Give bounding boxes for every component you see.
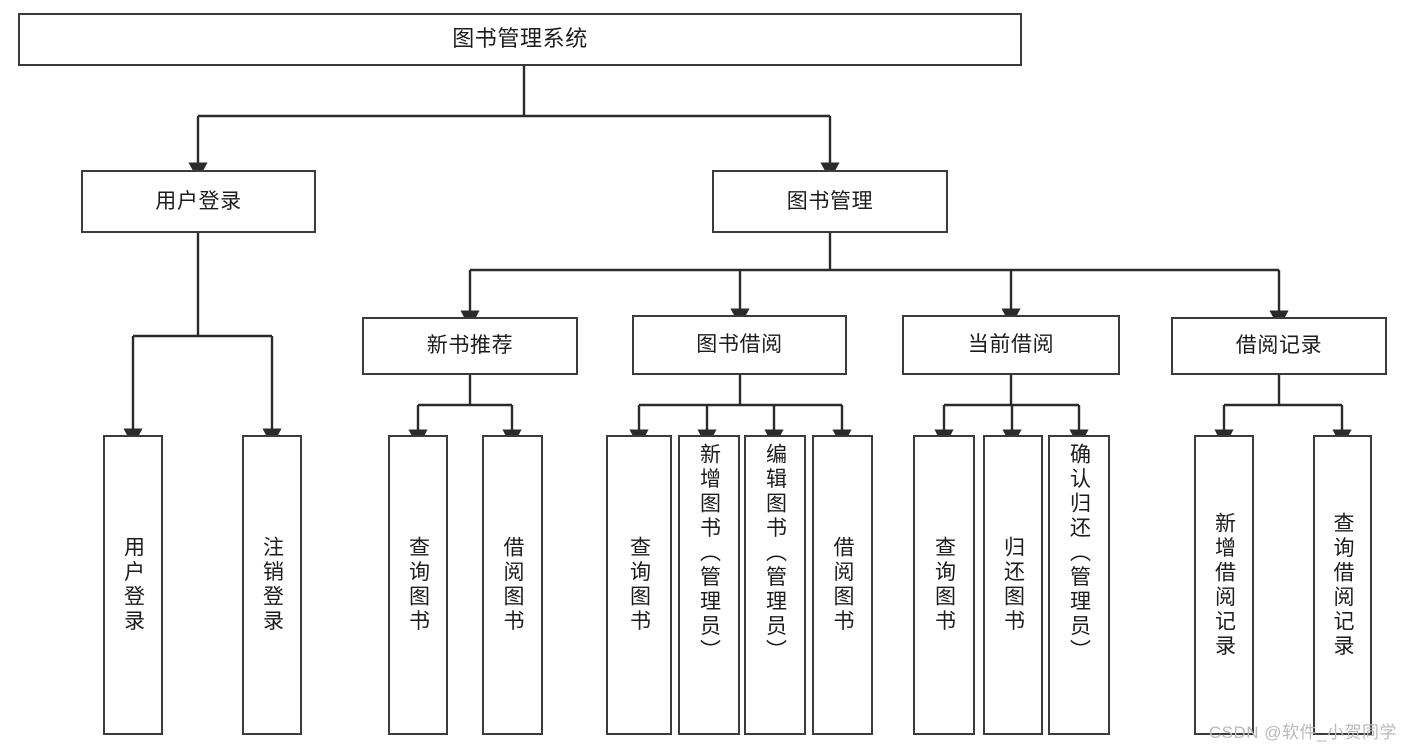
node-label: 用户登录 [155, 189, 242, 213]
node-label: 编辑图书（管理员） [763, 443, 787, 664]
leaf-record-add-borrow-record[interactable]: 新增借阅记录 [1194, 435, 1254, 735]
node-label: 查询借阅记录 [1331, 511, 1354, 659]
leaf-new-book-borrow-books[interactable]: 借阅图书 [482, 435, 543, 735]
node-label: 用户登录 [121, 536, 145, 634]
node-label: 新书推荐 [426, 334, 514, 358]
leaf-borrow-borrow-books[interactable]: 借阅图书 [812, 435, 873, 735]
node-label: 查询图书 [627, 536, 651, 634]
leaf-current-query-books[interactable]: 查询图书 [913, 435, 975, 735]
node-root-book-management-system[interactable]: 图书管理系统 [18, 13, 1022, 66]
node-label: 归还图书 [1001, 536, 1025, 634]
node-label: 借阅记录 [1235, 334, 1323, 358]
node-label: 查询图书 [932, 536, 956, 634]
csdn-watermark: CSDN @软件_小贺同学 [1208, 723, 1397, 742]
node-borrowing-records[interactable]: 借阅记录 [1171, 317, 1387, 375]
node-current-borrowing[interactable]: 当前借阅 [902, 315, 1120, 375]
leaf-borrow-add-book-admin[interactable]: 新增图书（管理员） [678, 435, 740, 735]
leaf-user-login-sign-in[interactable]: 用户登录 [103, 435, 163, 735]
node-label: 图书借阅 [696, 333, 783, 357]
node-label: 注销登录 [260, 536, 284, 634]
node-new-book-recommendation[interactable]: 新书推荐 [362, 317, 578, 375]
node-label: 借阅图书 [501, 536, 524, 634]
node-book-borrowing[interactable]: 图书借阅 [632, 315, 847, 375]
leaf-current-return-books[interactable]: 归还图书 [983, 435, 1043, 735]
node-label: 查询图书 [406, 536, 430, 634]
node-label: 当前借阅 [967, 333, 1055, 357]
leaf-borrow-edit-book-admin[interactable]: 编辑图书（管理员） [744, 435, 806, 735]
node-label: 借阅图书 [831, 536, 854, 634]
node-label: 确认归还（管理员） [1067, 443, 1091, 664]
leaf-record-query-borrow-record[interactable]: 查询借阅记录 [1313, 435, 1372, 735]
node-book-management[interactable]: 图书管理 [712, 170, 948, 233]
leaf-user-login-sign-out[interactable]: 注销登录 [242, 435, 302, 735]
node-label: 图书管理 [786, 189, 874, 213]
node-label: 图书管理系统 [452, 26, 588, 52]
leaf-current-confirm-return-admin[interactable]: 确认归还（管理员） [1048, 435, 1110, 735]
node-label: 新增借阅记录 [1212, 511, 1236, 659]
node-user-login[interactable]: 用户登录 [81, 170, 316, 233]
leaf-new-book-query-books[interactable]: 查询图书 [388, 435, 448, 735]
leaf-borrow-query-books[interactable]: 查询图书 [606, 435, 672, 735]
node-label: 新增图书（管理员） [697, 443, 721, 664]
